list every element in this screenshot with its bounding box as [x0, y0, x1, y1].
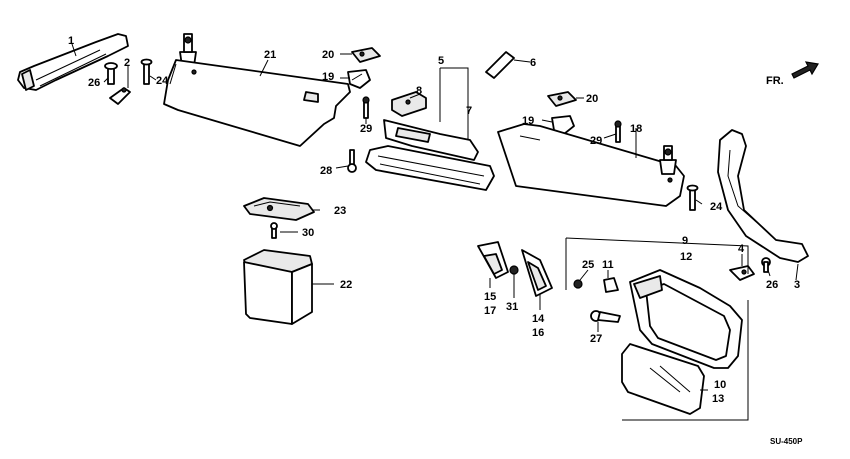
- grommet-31: [509, 265, 519, 275]
- front-direction-arrow: [791, 61, 819, 79]
- assist-grip-right: [717, 129, 809, 263]
- mirror-stem: [485, 51, 515, 79]
- group-bracket-5-7: [439, 67, 469, 140]
- map-light-housing: [243, 249, 313, 325]
- callout-27: 27: [590, 333, 602, 345]
- callout-24: 24: [710, 201, 723, 213]
- nut-25: [573, 279, 583, 289]
- visor-hook-20-left: [351, 47, 381, 63]
- map-light-lens: [243, 197, 315, 221]
- callout-14: 14: [532, 313, 545, 325]
- callout-24: 24: [156, 75, 169, 87]
- group-bracket-9-12: [565, 237, 749, 421]
- diagram-code: SU-450P: [770, 437, 803, 446]
- leader-lines: [71, 43, 799, 391]
- rearview-mirror: [365, 119, 495, 191]
- callout-30: 30: [302, 227, 314, 239]
- callout-28: 28: [320, 165, 332, 177]
- callout-20: 20: [586, 93, 598, 105]
- screw-24-left: [140, 58, 153, 85]
- visor-holder-right: [659, 145, 677, 175]
- screw-26-left: [104, 62, 118, 85]
- callout-25: 25: [582, 259, 594, 271]
- callout-5: 5: [438, 55, 444, 67]
- callout-9: 9: [682, 235, 688, 247]
- bolt-27: [590, 310, 621, 323]
- mirror-glass: [621, 343, 705, 415]
- callout-2: 2: [124, 57, 130, 69]
- callout-23: 23: [334, 205, 346, 217]
- sun-visor-right: [497, 123, 685, 207]
- screw-24-right: [686, 184, 699, 211]
- callout-4: 4: [738, 243, 745, 255]
- visor-bracket-19-left: [347, 69, 371, 89]
- callout-7: 7: [466, 105, 472, 117]
- callout-19: 19: [322, 71, 334, 83]
- callout-29: 29: [360, 123, 372, 135]
- callout-29: 29: [590, 135, 602, 147]
- clip-11: [603, 277, 619, 293]
- screw-29-right: [614, 120, 622, 143]
- callout-10: 10: [714, 379, 726, 391]
- callout-15: 15: [484, 291, 496, 303]
- callout-3: 3: [794, 279, 800, 291]
- visor-hook-20-right: [547, 91, 577, 107]
- assist-grip-left: [17, 33, 129, 91]
- door-mirror-assembly: [629, 269, 743, 369]
- visor-bracket-19-right: [551, 115, 575, 135]
- mirror-corner-cover-inner: [477, 241, 509, 279]
- mirror-base-cover: [391, 91, 427, 117]
- callout-1: 1: [68, 35, 74, 47]
- callout-19: 19: [522, 115, 534, 127]
- grip-clip-right: [729, 265, 755, 281]
- screw-26-right: [761, 257, 771, 273]
- callout-13: 13: [712, 393, 724, 405]
- mirror-corner-cover-outer: [521, 249, 553, 297]
- callout-20: 20: [322, 49, 334, 61]
- screw-28: [347, 149, 357, 173]
- sun-visor-left: [163, 59, 351, 147]
- callout-31: 31: [506, 301, 518, 313]
- screw-30: [270, 222, 278, 239]
- callout-11: 11: [602, 259, 614, 271]
- callout-22: 22: [340, 279, 352, 291]
- front-label: FR.: [766, 75, 784, 87]
- callout-8: 8: [416, 85, 422, 97]
- callout-21: 21: [264, 49, 276, 61]
- grip-clip-left: [109, 87, 131, 105]
- callout-6: 6: [530, 57, 536, 69]
- callout-26: 26: [766, 279, 778, 291]
- callout-17: 17: [484, 305, 496, 317]
- screw-29-left: [362, 96, 370, 119]
- callout-18: 18: [630, 123, 642, 135]
- callout-26: 26: [88, 77, 100, 89]
- callout-12: 12: [680, 251, 692, 263]
- callout-16: 16: [532, 327, 544, 339]
